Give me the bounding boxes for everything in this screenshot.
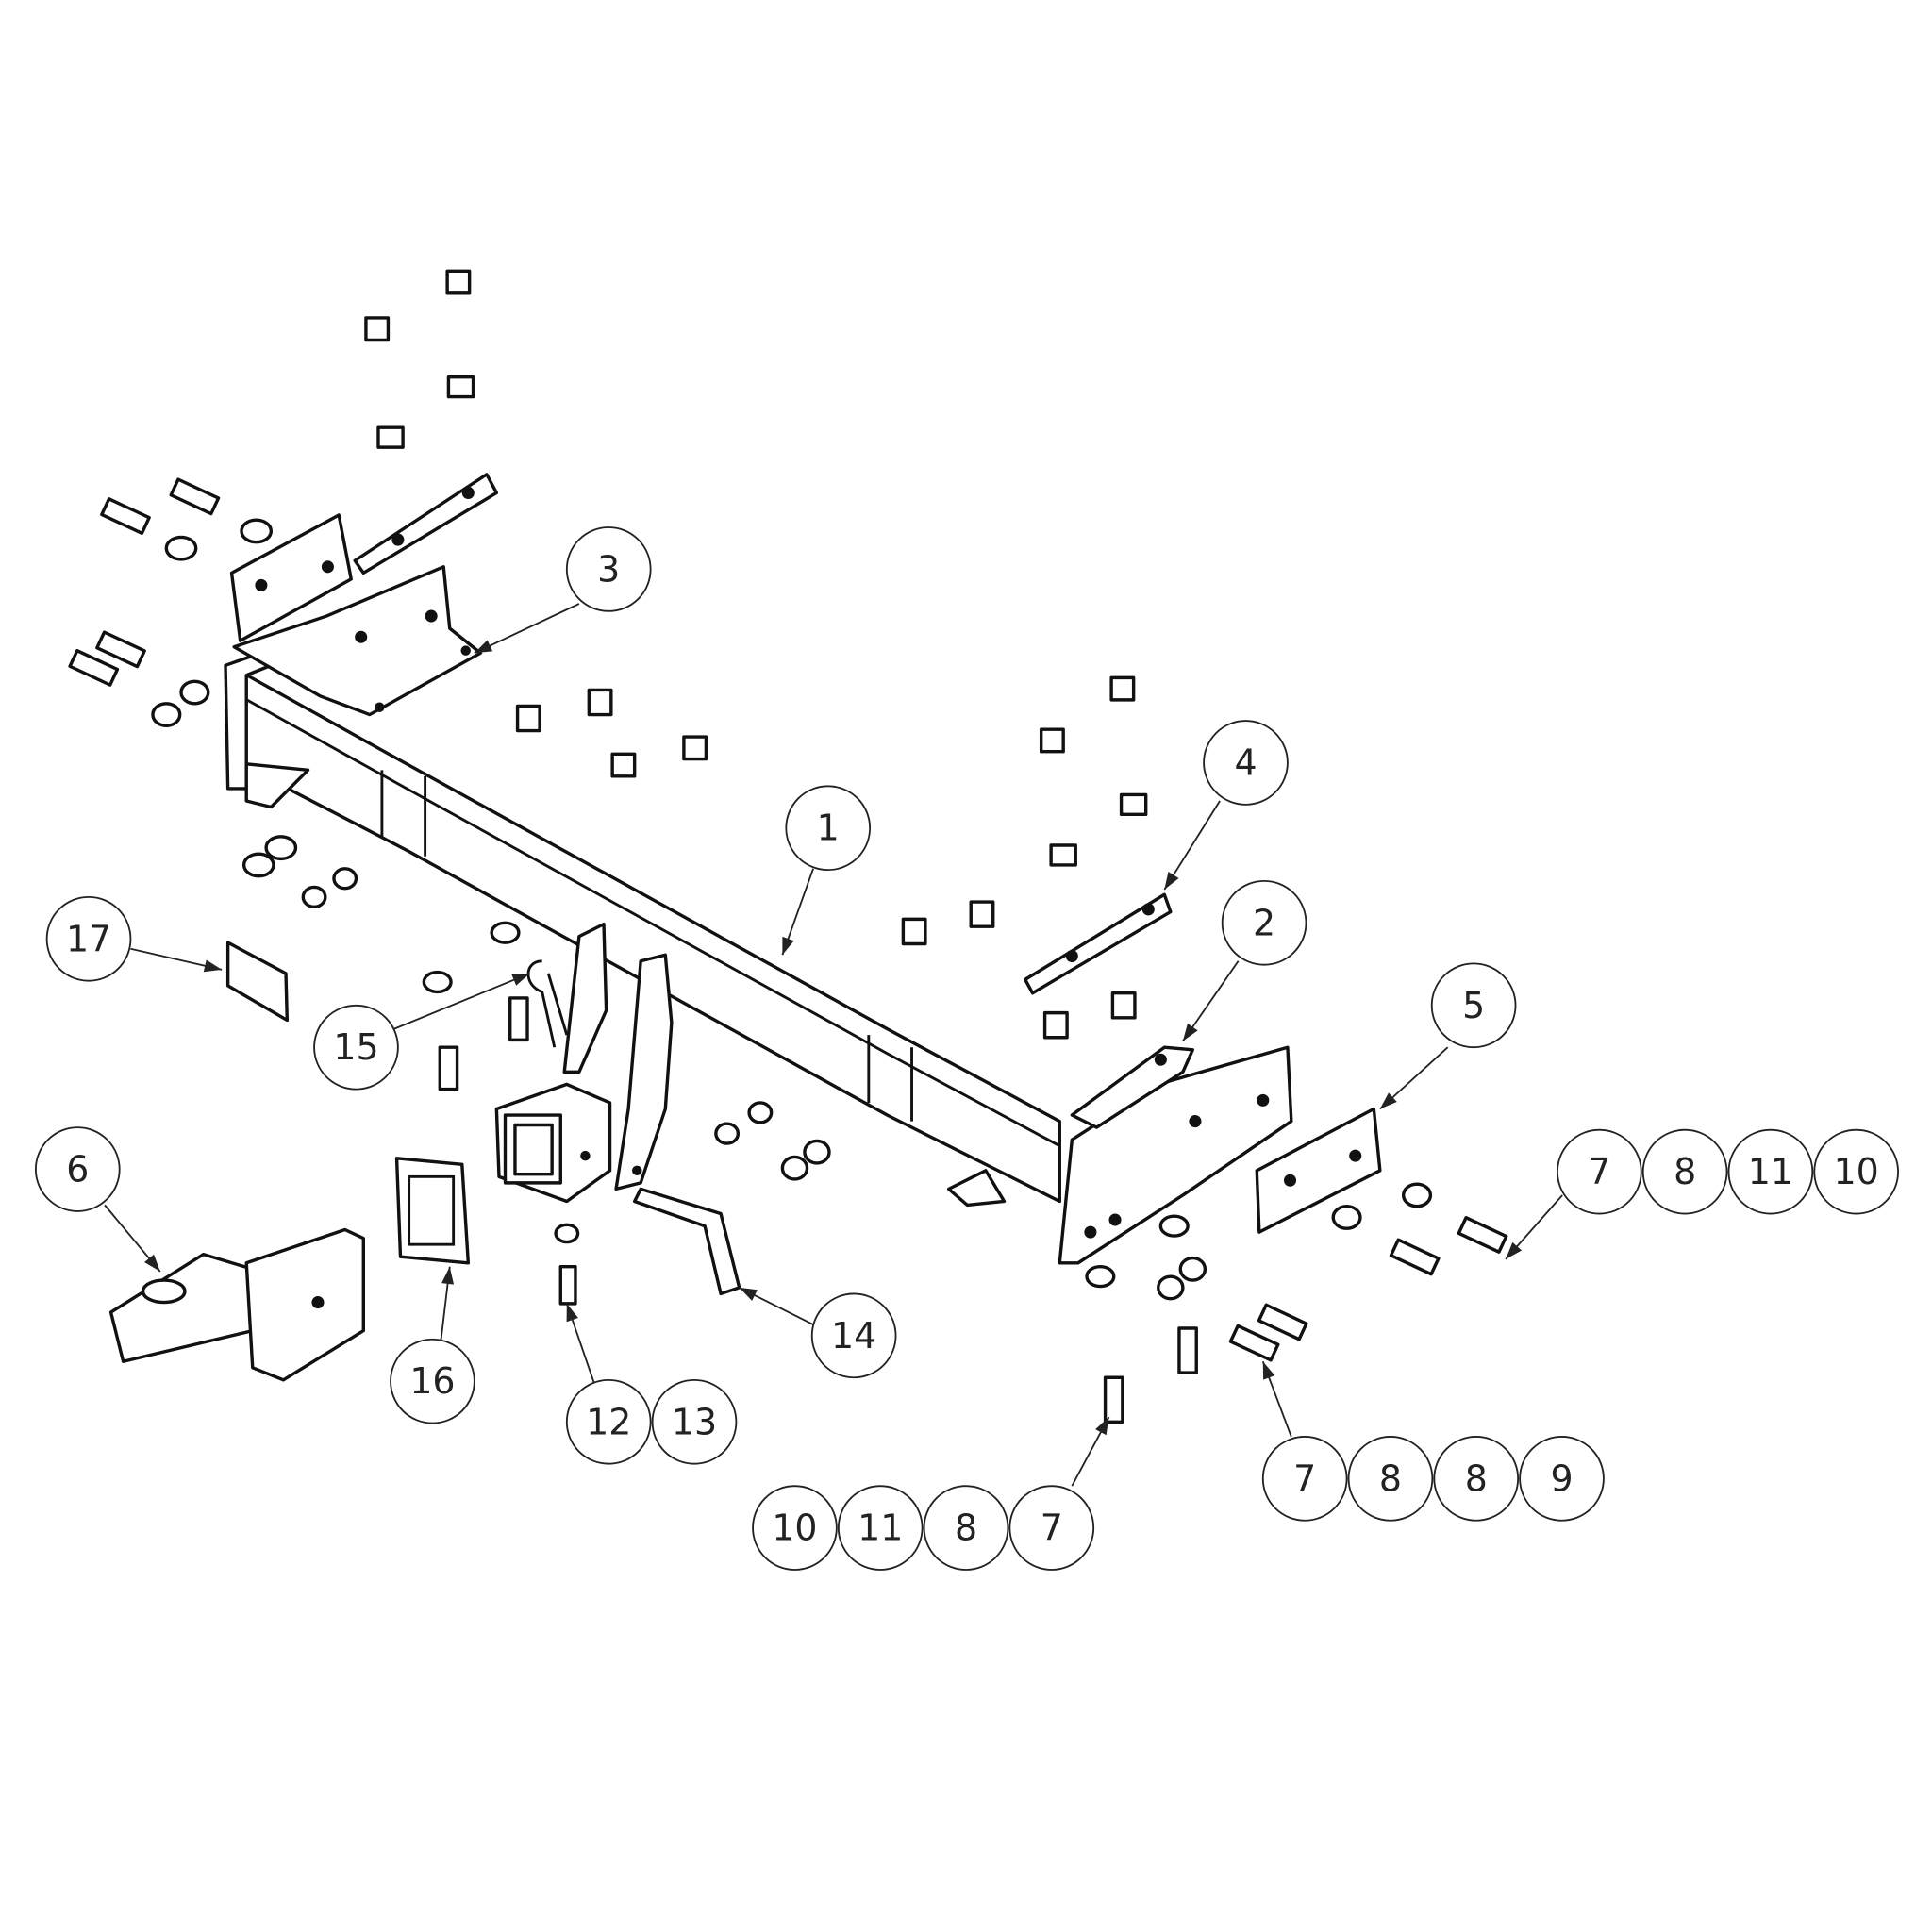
callout-number: 7: [1588, 1151, 1610, 1192]
ball-mount: [108, 1252, 255, 1363]
strap-plate-left: [353, 473, 499, 575]
callout-circle: [390, 1338, 475, 1424]
callout-circle: [45, 895, 132, 982]
callout-number: 8: [1674, 1151, 1696, 1192]
callout-circle: [34, 1126, 121, 1212]
callout-number: 1: [817, 808, 840, 849]
callout-circle: [1557, 1128, 1642, 1215]
hitch-pin: [526, 959, 569, 1048]
safety-chain-bar: [632, 1187, 741, 1296]
arrowhead: [144, 1254, 160, 1272]
callout-circle: [923, 1485, 1009, 1571]
callout-number: 10: [772, 1507, 817, 1549]
callout-number: 14: [831, 1315, 876, 1357]
callout-12-13: 12 13: [565, 1303, 738, 1465]
callout-number: 8: [955, 1507, 977, 1549]
callout-circle: [837, 1485, 924, 1571]
callout-circle: [1430, 962, 1517, 1049]
callout-2: 2: [1182, 879, 1307, 1042]
leader-line: [1163, 800, 1221, 891]
callout-number: 12: [586, 1401, 631, 1442]
callout-circle: [1519, 1436, 1605, 1522]
callout-14: 14: [739, 1287, 897, 1379]
callout-number: 16: [409, 1360, 455, 1402]
callout-circle: [1261, 1436, 1348, 1522]
arrowhead: [1262, 1361, 1275, 1380]
callout-number: 10: [1834, 1151, 1879, 1192]
arrowhead: [782, 936, 794, 956]
callout-number: 8: [1379, 1457, 1402, 1499]
arrowhead: [203, 959, 223, 973]
callout-circle: [565, 526, 652, 612]
callout-7-8-11-10: 7 8 11 10: [1505, 1128, 1899, 1260]
arrowhead: [1379, 1092, 1397, 1109]
callout-number: 3: [597, 548, 620, 590]
bracket-right: [1058, 1045, 1293, 1265]
fasteners: [68, 269, 1508, 1424]
callout-circle: [313, 1004, 399, 1091]
callout-3: 3: [474, 526, 652, 655]
callout-number: 7: [1293, 1457, 1316, 1499]
spacer-plate-left: [229, 513, 353, 642]
callout-7-8-8-9: 7 8 8 9: [1261, 1360, 1605, 1522]
callout-number: 6: [66, 1149, 89, 1191]
callout-5: 5: [1379, 962, 1517, 1110]
callout-circle: [1727, 1128, 1814, 1215]
callout-circle: [1641, 1128, 1728, 1215]
callout-circle: [1433, 1436, 1520, 1522]
callout-17: 17: [45, 895, 223, 982]
callout-number: 5: [1462, 985, 1485, 1026]
arrowhead: [1164, 872, 1179, 891]
callout-number: 9: [1550, 1457, 1573, 1499]
callout-number: 13: [672, 1401, 717, 1442]
callout-number: 8: [1465, 1457, 1488, 1499]
callout-number: 7: [1041, 1507, 1063, 1549]
callout-circle: [1203, 720, 1289, 806]
arrowhead: [739, 1287, 758, 1301]
leader-line: [393, 972, 530, 1030]
callout-16: 16: [390, 1266, 475, 1424]
leader-line: [474, 603, 580, 655]
callout-circle: [1008, 1485, 1095, 1571]
arrowhead: [1182, 1023, 1198, 1041]
arrowhead: [1506, 1241, 1523, 1259]
parts-drawing: [68, 269, 1508, 1424]
callout-4: 4: [1163, 720, 1289, 891]
callout-circle: [565, 1378, 652, 1465]
arrowhead: [566, 1303, 578, 1323]
receiver-cover: [394, 1157, 471, 1265]
label-plate: [225, 941, 290, 1023]
arrowhead: [474, 640, 493, 654]
callout-number: 15: [333, 1026, 378, 1068]
callout-number: 11: [858, 1507, 903, 1549]
arrowhead: [1095, 1417, 1109, 1436]
strap-plate-right: [1023, 892, 1173, 995]
callout-circle: [1813, 1128, 1899, 1215]
callout-circle: [752, 1485, 838, 1571]
callout-6: 6: [34, 1126, 161, 1273]
callout-number: 2: [1253, 902, 1275, 943]
callout-circle: [1221, 879, 1307, 966]
arrowhead: [511, 973, 530, 986]
callout-10-11-8-7: 10 11 8 7: [752, 1416, 1110, 1571]
callout-1: 1: [781, 785, 872, 956]
crossbar: [238, 670, 1061, 1204]
callout-circle: [810, 1292, 897, 1379]
callout-number: 11: [1748, 1151, 1793, 1192]
callout-number: 4: [1234, 741, 1257, 783]
callout-number: 17: [66, 918, 111, 959]
arrowhead: [441, 1266, 455, 1285]
callout-circle: [651, 1378, 738, 1465]
callout-circle: [1347, 1436, 1434, 1522]
spacer-plate-right: [1255, 1107, 1382, 1234]
callout-15: 15: [313, 972, 530, 1091]
callout-circle: [785, 785, 872, 872]
